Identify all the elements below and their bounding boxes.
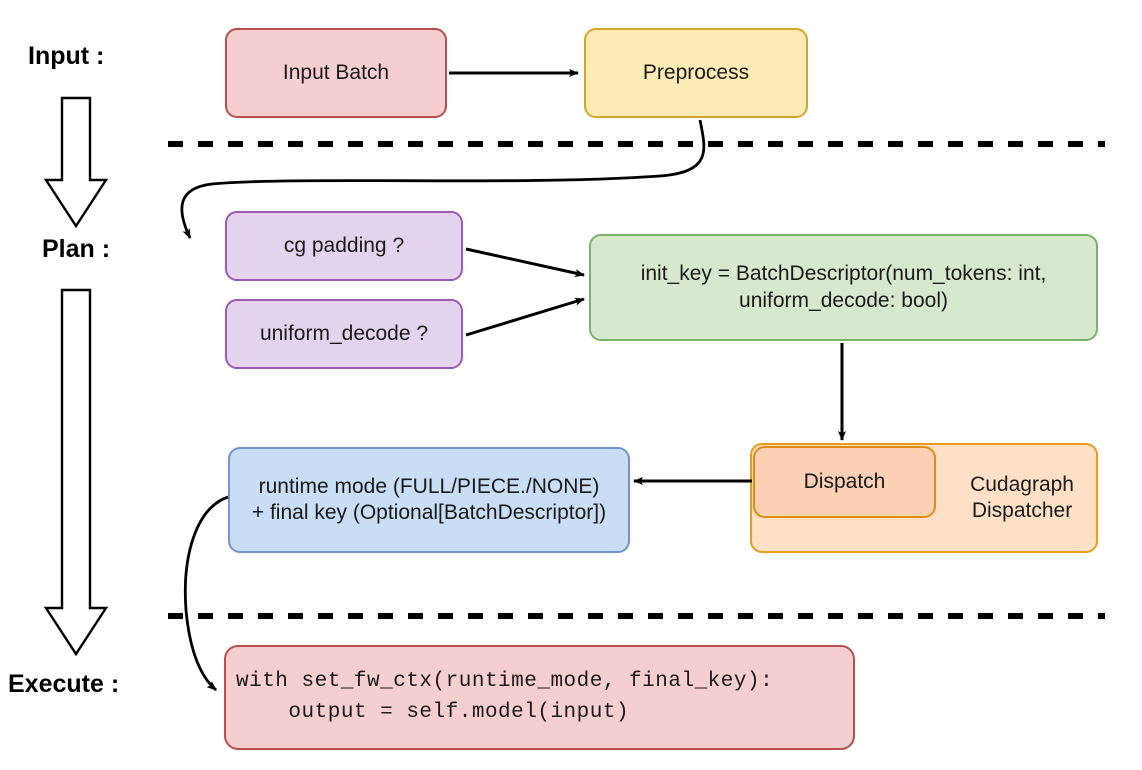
node-cudagraph-dispatcher-line2: Dispatcher: [971, 499, 1073, 522]
node-dispatch-label: Dispatch: [803, 469, 886, 493]
node-runtime-mode[interactable]: runtime mode (FULL/PIECE./NONE) + final …: [228, 447, 630, 553]
node-runtime-mode-line1: runtime mode (FULL/PIECE./NONE): [258, 474, 600, 498]
node-execute-code-line1: with set_fw_ctx(runtime_mode, final_key)…: [236, 670, 774, 694]
node-uniform-decode[interactable]: uniform_decode ?: [225, 299, 463, 369]
edge-cg-padding-to-init-key: [465, 247, 585, 277]
node-init-key-line1: init_key = BatchDescriptor(num_tokens: i…: [640, 262, 1047, 286]
node-dispatch[interactable]: Dispatch: [753, 446, 936, 518]
node-execute-code[interactable]: with set_fw_ctx(runtime_mode, final_key)…: [224, 645, 855, 750]
stage-label-execute: Execute :: [8, 670, 120, 698]
edge-runtime-mode-to-execute-code: [183, 495, 229, 692]
node-cg-padding[interactable]: cg padding ?: [225, 211, 463, 281]
node-init-key-line2: uniform_decode: bool): [739, 288, 948, 312]
node-input-batch-label: Input Batch: [282, 60, 390, 84]
node-input-batch[interactable]: Input Batch: [225, 28, 447, 118]
node-cudagraph-dispatcher-label: Cudagraph Dispatcher: [970, 472, 1074, 525]
node-preprocess[interactable]: Preprocess: [584, 28, 808, 118]
stage-arrow-plan-to-execute: [43, 288, 109, 657]
node-cudagraph-dispatcher-line1: Cudagraph: [970, 472, 1074, 496]
stage-label-input: Input :: [28, 42, 105, 70]
node-execute-code-line2: output = self.model(input): [236, 700, 630, 724]
stage-label-plan: Plan :: [42, 235, 111, 263]
node-uniform-decode-label: uniform_decode ?: [259, 321, 429, 345]
edge-uniform-decode-to-init-key: [465, 297, 585, 337]
stage-arrow-input-to-plan: [43, 96, 109, 229]
node-preprocess-label: Preprocess: [642, 60, 750, 84]
node-cg-padding-label: cg padding ?: [283, 233, 405, 257]
node-init-key[interactable]: init_key = BatchDescriptor(num_tokens: i…: [589, 234, 1098, 341]
node-runtime-mode-line2: + final key (Optional[BatchDescriptor]): [251, 501, 607, 524]
